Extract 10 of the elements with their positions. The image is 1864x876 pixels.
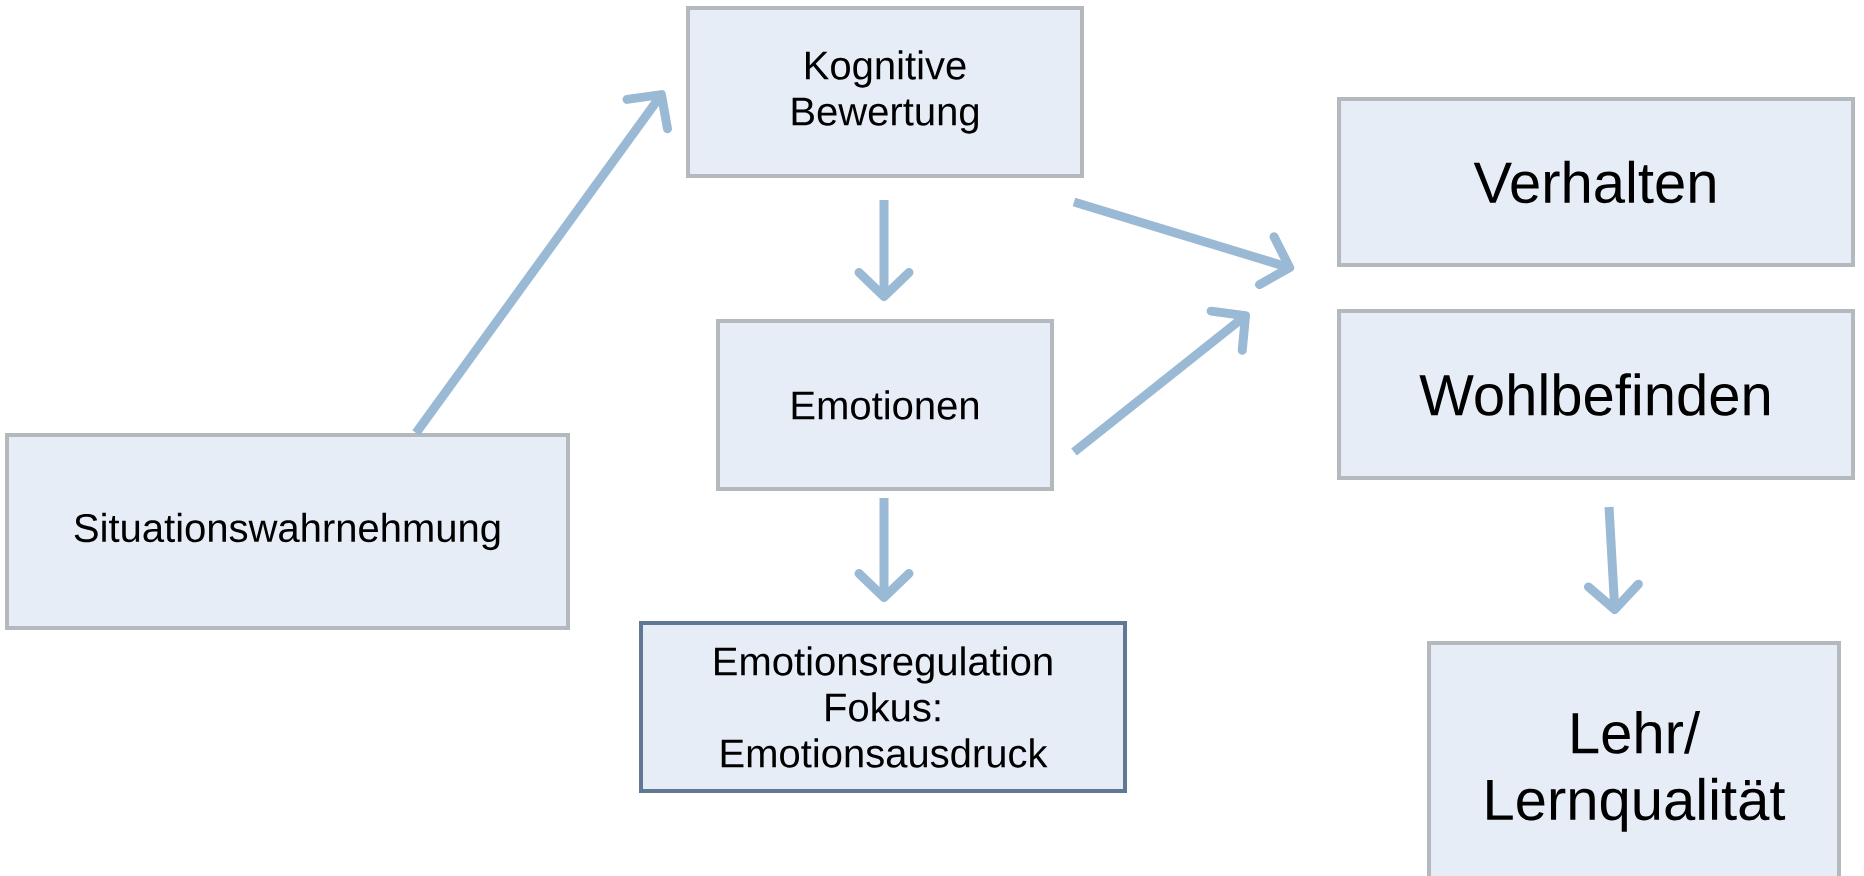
process-box: Emotionsregulation Fokus: Emotionsausdruck [639,621,1127,793]
arrow [1071,306,1250,456]
process-box: Wohlbefinden [1337,309,1855,480]
arrow [412,90,672,436]
arrow [1072,197,1295,290]
process-box: Emotionen [716,319,1054,491]
process-box: Situationswahrnehmung [5,433,570,630]
process-box: Lehr/ Lernqualität [1427,641,1841,876]
process-box: Kognitive Bewertung [686,6,1084,178]
process-box: Verhalten [1337,97,1855,267]
